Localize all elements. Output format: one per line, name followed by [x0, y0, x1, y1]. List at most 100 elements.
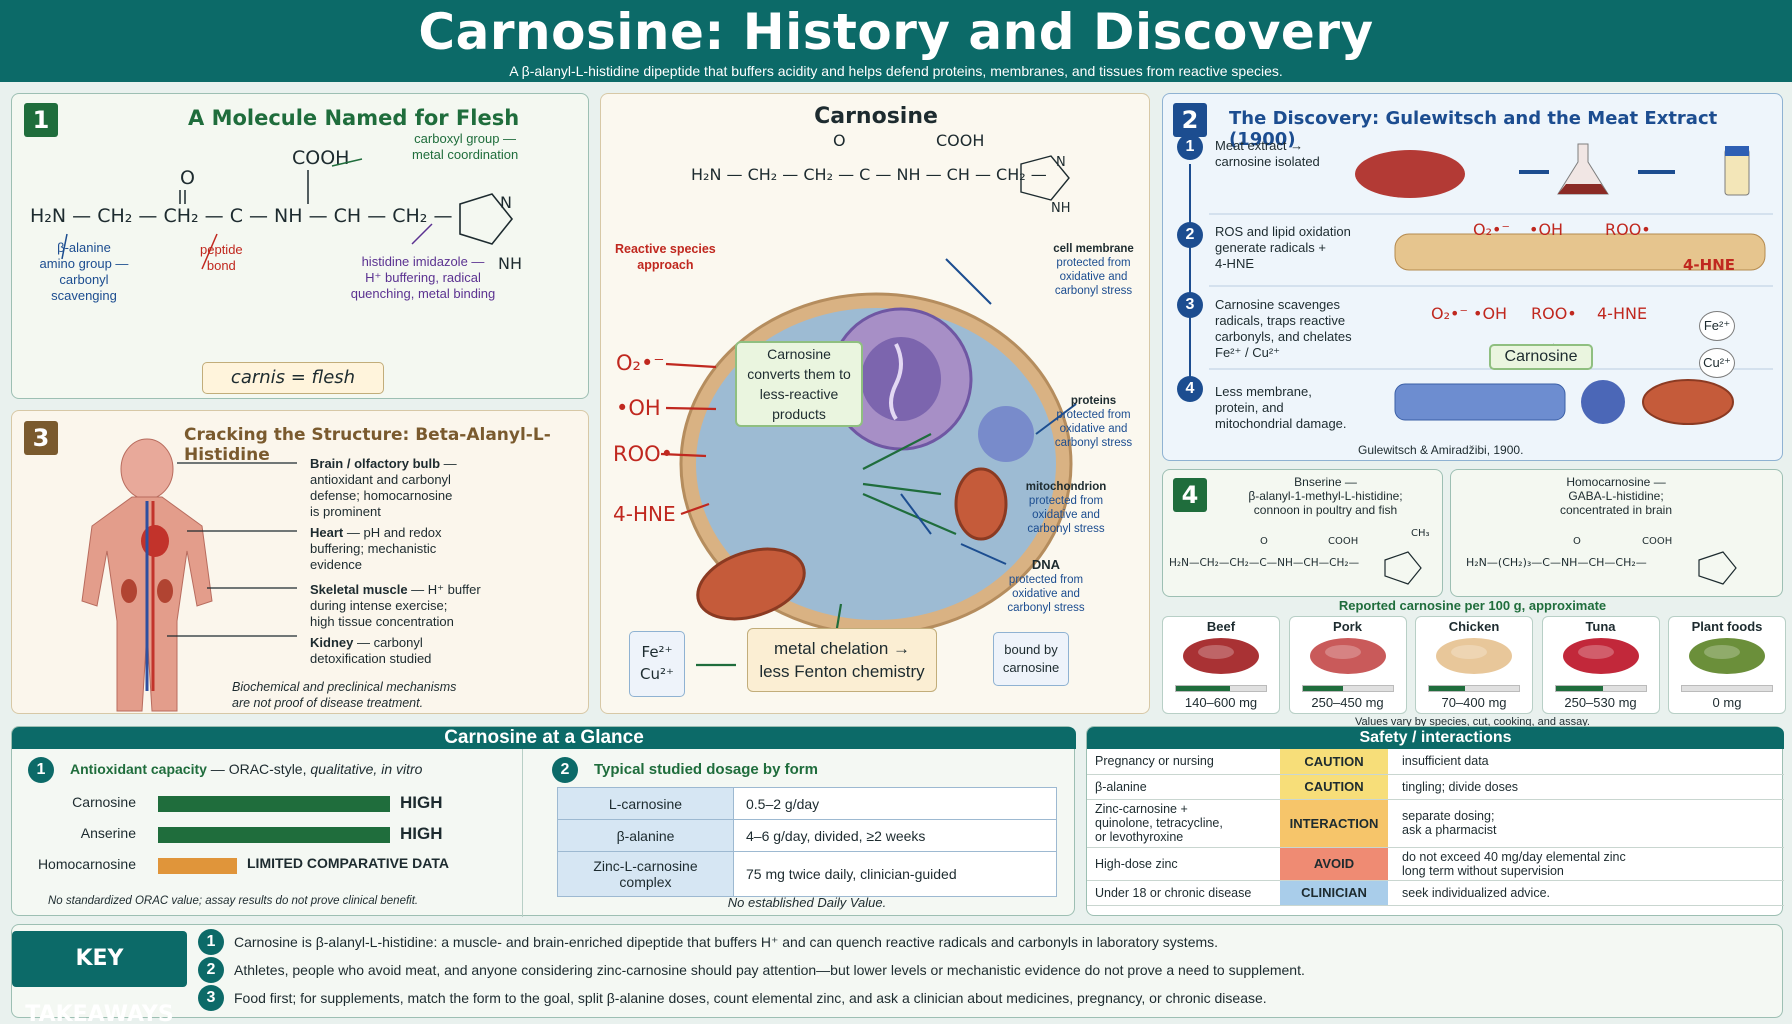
step-2-marker: 2	[1177, 222, 1203, 248]
svg-text:H₂N—CH₂—CH₂—C—NH—CH—CH₂—: H₂N—CH₂—CH₂—C—NH—CH—CH₂—	[1169, 557, 1359, 569]
svg-text:H₂N—(CH₂)₃—C—NH—CH—CH₂—: H₂N—(CH₂)₃—C—NH—CH—CH₂—	[1466, 556, 1647, 569]
food-amount-bar	[1554, 685, 1647, 692]
safety-row: High-dose zinc AVOID do not exceed 40 mg…	[1087, 847, 1784, 881]
imidazole-ring-icon	[1384, 551, 1422, 585]
food-value: 250–530 mg	[1564, 695, 1637, 710]
dosage-form: Zinc-L-carnosine complex	[557, 851, 734, 897]
safety-row: β-alanine CAUTION tingling; divide doses	[1087, 774, 1784, 800]
takeaway-text: Athletes, people who avoid meat, and any…	[234, 962, 1305, 978]
food-amount-bar	[1175, 685, 1267, 692]
antiox-name: Carnosine	[72, 794, 136, 810]
human-body-anatomy-icon	[81, 438, 213, 712]
step-4-text: Less membrane, protein, and mitochondria…	[1215, 384, 1347, 431]
dosage-amount: 75 mg twice daily, clinician-guided	[733, 851, 1057, 897]
foods-title: Reported carnosine per 100 g, approximat…	[1338, 598, 1607, 613]
safety-condition: Zinc-carnosine + quinolone, tetracycline…	[1087, 799, 1280, 848]
takeaway-number: 3	[198, 985, 224, 1011]
organ-kidney: Kidney — carbonyl detoxification studied	[310, 635, 432, 666]
safety-note: tingling; divide doses	[1388, 774, 1784, 800]
takeaway-item: 2 Athletes, people who avoid meat, and a…	[198, 957, 1778, 983]
species-peroxyl: ROO•	[613, 442, 674, 466]
panel-cracking-structure: 3 Cracking the Structure: Beta-Alanyl-L-…	[11, 410, 589, 714]
antiox-row: Anserine HIGH	[26, 820, 516, 848]
chem-h2n: H₂N — CH₂ — CH₂ — C — NH — CH — CH₂ —	[30, 205, 452, 227]
svg-text:NH: NH	[1051, 201, 1071, 216]
safety-table: Pregnancy or nursing CAUTION insufficien…	[1087, 749, 1784, 906]
label-histidine-imidazole: histidine imidazole — H⁺ buffering, radi…	[350, 254, 496, 301]
safety-condition: Under 18 or chronic disease	[1087, 880, 1280, 906]
antiox-row: Carnosine HIGH	[26, 789, 516, 817]
center-h2n: H₂N — CH₂ — CH₂ — C — NH — CH — CH₂ —	[691, 165, 1047, 184]
label-peptide-bond: peptide bond	[200, 242, 243, 273]
safety-note: insufficient data	[1388, 749, 1784, 775]
imidazole-ring-icon	[1698, 551, 1737, 585]
svg-text:NH: NH	[498, 254, 522, 273]
dosage-note: No established Daily Value.	[727, 895, 887, 910]
safety-condition: Pregnancy or nursing	[1087, 749, 1280, 775]
food-amount-fill	[1429, 686, 1465, 691]
imidazole-ring-icon	[1020, 155, 1070, 201]
homocarnosine-structure: H₂N—(CH₂)₃—C—NH—CH—CH₂— O COOH	[1466, 536, 1737, 585]
food-amount-bar	[1428, 685, 1520, 692]
step-2-superoxide: O₂•⁻	[1473, 220, 1510, 239]
safety-note: seek individualized advice.	[1388, 880, 1784, 906]
food-name: Chicken	[1448, 619, 1500, 634]
food-amount-fill	[1302, 686, 1343, 691]
food-icon	[1689, 638, 1765, 674]
safety-level-badge: CAUTION	[1280, 774, 1388, 800]
svg-text:O: O	[1573, 536, 1581, 547]
page-title: Carnosine: History and Discovery	[418, 3, 1374, 61]
protein-icon	[1581, 380, 1625, 424]
step-3-iron: Fe²⁺	[1699, 311, 1735, 341]
panel-number: 3	[24, 421, 58, 455]
svg-text:COOH: COOH	[1328, 536, 1358, 547]
step-3-text: Carnosine scavenges radicals, traps reac…	[1215, 297, 1352, 360]
anserine-text: Bnserine — β-alanyl-1-methyl-L-histidine…	[1248, 475, 1403, 517]
takeaways-list: 1 Carnosine is β-alanyl-L-histidine: a m…	[198, 929, 1778, 1017]
antiox-name: Homocarnosine	[37, 856, 136, 872]
panel-molecule-named-for-flesh: 1 A Molecule Named for Flesh H₂N — CH₂ —…	[11, 93, 589, 399]
step-1-text: Meat extract → carnosine isolated	[1215, 138, 1320, 169]
organ-brain: Brain / olfactory bulb — antioxidant and…	[310, 456, 457, 519]
safety-level-badge: CLINICIAN	[1280, 880, 1388, 906]
step-3-peroxyl: ROO•	[1531, 304, 1577, 323]
svg-text:COOH: COOH	[1642, 536, 1672, 547]
anserine-structure: H₂N—CH₂—CH₂—C—NH—CH—CH₂— O COOH CH₃	[1169, 528, 1430, 585]
safety-level-badge: CAUTION	[1280, 749, 1388, 775]
antiox-row: Homocarnosine LIMITED COMPARATIVE DATA	[26, 851, 516, 879]
metal-chelation-box: metal chelation → less Fenton chemistry	[747, 628, 937, 692]
step-4-marker: 4	[1177, 376, 1203, 402]
dosage-form: L-carnosine	[557, 787, 734, 820]
meat-icon	[1355, 150, 1465, 198]
safety-level-badge: AVOID	[1280, 847, 1388, 881]
step-2-peroxyl: ROO•	[1605, 220, 1651, 239]
panel-carnosine-cell: Carnosine H₂N — CH₂ — CH₂ — C — NH — CH …	[600, 93, 1150, 714]
food-name: Beef	[1206, 619, 1236, 634]
species-hydroxyl: •OH	[616, 396, 661, 420]
food-amount-bar	[1301, 685, 1394, 692]
takeaway-item: 3 Food first; for supplements, match the…	[198, 985, 1778, 1011]
food-amount-bar	[1681, 685, 1773, 692]
food-icon	[1309, 638, 1386, 674]
bound-by-carnosine-box: bound by carnosine	[993, 632, 1069, 686]
food-icon	[1562, 638, 1639, 674]
safety-condition: β-alanine	[1087, 774, 1280, 800]
dosage-amount: 0.5–2 g/day	[733, 787, 1057, 820]
page-subtitle: A β-alanyl-L-histidine dipeptide that bu…	[509, 63, 1283, 79]
mitochondrion-icon	[696, 547, 806, 621]
safety-note: separate dosing; ask a pharmacist	[1388, 799, 1784, 848]
safety-row: Pregnancy or nursing CAUTION insufficien…	[1087, 749, 1784, 775]
svg-text:COOH: COOH	[936, 131, 984, 150]
food-value: 250–450 mg	[1311, 695, 1384, 710]
panel-number: 1	[24, 103, 58, 137]
antiox-bar	[158, 796, 390, 812]
panel-title: Cracking the Structure: Beta-Alanyl-L-Hi…	[184, 425, 551, 465]
antiox-level: HIGH	[400, 824, 443, 843]
page-header: Carnosine: History and Discovery A β-ala…	[0, 0, 1792, 82]
protein-cluster-icon	[978, 406, 1034, 462]
takeaway-item: 1 Carnosine is β-alanyl-L-histidine: a m…	[198, 929, 1778, 955]
step-1-marker: 1	[1177, 134, 1203, 160]
safety-title: Safety / interactions	[1087, 727, 1784, 749]
